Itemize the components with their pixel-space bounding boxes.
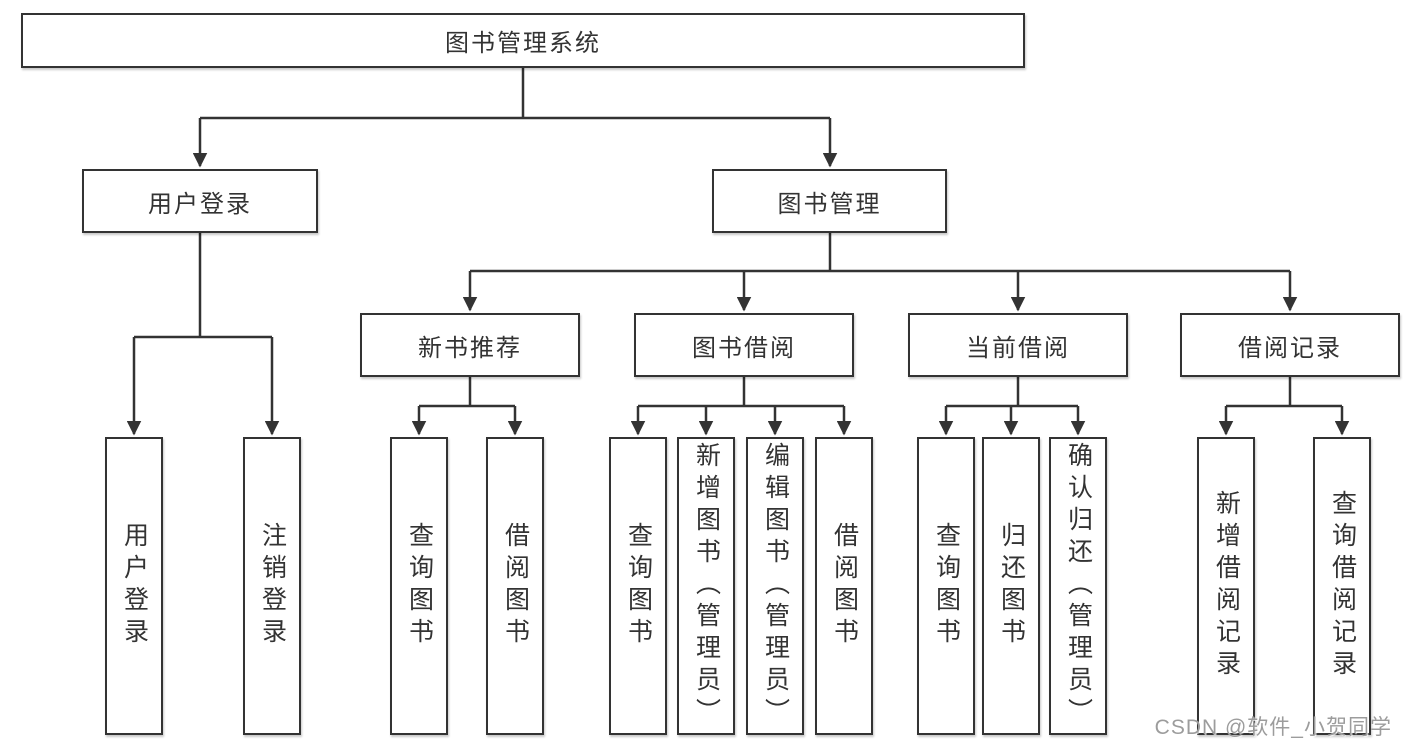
leaf-borrow-edit-book-admin: 编辑图书（管理员） — [746, 437, 804, 735]
leaf-current-confirm-return-admin: 确认归还（管理员） — [1049, 437, 1107, 735]
leaf-records-add-record: 新增借阅记录 — [1197, 437, 1255, 735]
node-borrow-records: 借阅记录 — [1180, 313, 1400, 377]
leaf-borrow-borrow-book: 借阅图书 — [815, 437, 873, 735]
csdn-watermark: CSDN @软件_小贺同学 — [1154, 716, 1392, 739]
node-root: 图书管理系统 — [21, 13, 1025, 68]
node-book-borrow: 图书借阅 — [634, 313, 854, 377]
leaf-borrow-add-book-admin: 新增图书（管理员） — [677, 437, 735, 735]
leaf-records-query-record: 查询借阅记录 — [1313, 437, 1371, 735]
node-new-book-recommend: 新书推荐 — [360, 313, 580, 377]
leaf-newbooks-borrow-book: 借阅图书 — [486, 437, 544, 735]
leaf-logout: 注销登录 — [243, 437, 301, 735]
leaf-borrow-query-book: 查询图书 — [609, 437, 667, 735]
leaf-current-query-book: 查询图书 — [917, 437, 975, 735]
node-user-login: 用户登录 — [82, 169, 318, 233]
node-current-borrow: 当前借阅 — [908, 313, 1128, 377]
node-book-management: 图书管理 — [712, 169, 947, 233]
leaf-newbooks-query-book: 查询图书 — [390, 437, 448, 735]
leaf-user-login: 用户登录 — [105, 437, 163, 735]
leaf-current-return-book: 归还图书 — [982, 437, 1040, 735]
